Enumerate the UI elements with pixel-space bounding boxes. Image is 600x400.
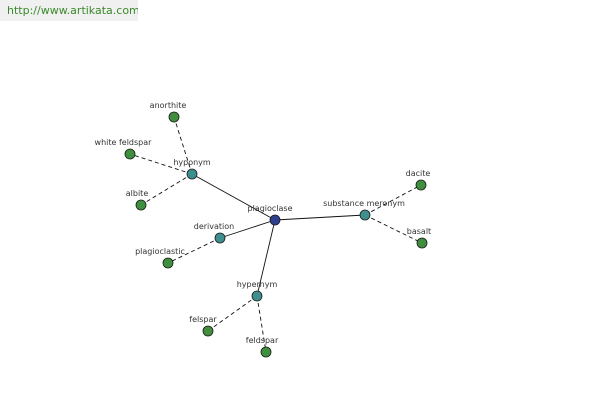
node-felspar[interactable]: [202, 325, 214, 337]
edge-hyponym-anorthite: [173, 116, 193, 175]
edge-plagioclase-hyponym: [191, 173, 276, 221]
node-label-felspar: felspar: [189, 315, 217, 324]
edge-substance-meronym-basalt: [364, 214, 423, 244]
node-hypernym[interactable]: [251, 290, 263, 302]
edge-plagioclase-hypernym: [256, 219, 276, 297]
edges-layer: [129, 116, 423, 353]
edge-plagioclase-substance-meronym: [274, 214, 366, 221]
node-albite[interactable]: [135, 199, 147, 211]
node-derivation[interactable]: [214, 232, 226, 244]
edge-substance-meronym-dacite: [364, 184, 422, 216]
node-label-white-feldspar: white feldspar: [95, 138, 153, 147]
node-feldspar[interactable]: [260, 346, 272, 358]
node-label-plagioclase: plagioclase: [247, 204, 292, 213]
node-label-basalt: basalt: [407, 227, 431, 236]
node-label-derivation: derivation: [194, 222, 234, 231]
nodes-layer: [124, 111, 428, 358]
node-plagioclase[interactable]: [269, 214, 281, 226]
node-plagioclastic[interactable]: [162, 257, 174, 269]
edge-hypernym-felspar: [207, 295, 258, 332]
node-hyponym[interactable]: [186, 168, 198, 180]
node-label-albite: albite: [126, 189, 149, 198]
node-label-anorthite: anorthite: [150, 101, 187, 110]
edge-plagioclase-derivation: [219, 219, 276, 239]
node-dacite[interactable]: [415, 179, 427, 191]
edge-hyponym-albite: [140, 173, 193, 206]
node-anorthite[interactable]: [168, 111, 180, 123]
node-label-substance-meronym: substance meronym: [323, 199, 405, 208]
edge-hyponym-white-feldspar: [129, 153, 193, 175]
node-label-feldspar: feldspar: [246, 336, 279, 345]
edge-hypernym-feldspar: [256, 295, 267, 353]
labels-layer: plagioclase hyponym derivation hypernym subs…: [95, 101, 432, 345]
node-basalt[interactable]: [416, 237, 428, 249]
node-substance-meronym[interactable]: [359, 209, 371, 221]
node-label-plagioclastic: plagioclastic: [135, 247, 185, 256]
edge-derivation-plagioclastic: [167, 237, 221, 264]
node-white-feldspar[interactable]: [124, 148, 136, 160]
source-url-banner[interactable]: http://www.artikata.com: [0, 0, 138, 21]
node-label-hypernym: hypernym: [237, 280, 278, 289]
source-url-link[interactable]: http://www.artikata.com: [7, 4, 138, 17]
node-label-hyponym: hyponym: [173, 158, 211, 167]
node-label-dacite: dacite: [406, 169, 431, 178]
